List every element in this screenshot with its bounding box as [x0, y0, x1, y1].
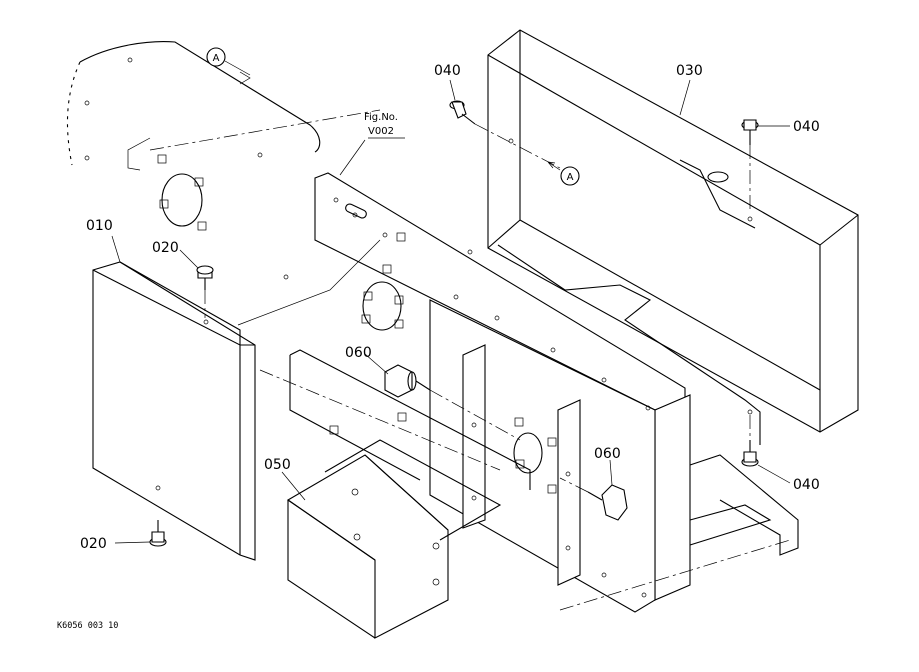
side-cover-010	[92, 239, 381, 561]
callout-040-upper-left: 040	[434, 63, 461, 79]
bolt-020-lower	[149, 520, 167, 547]
box-cover-030	[487, 29, 859, 445]
ref-a-upper: A	[206, 47, 251, 76]
u-bracket-050	[286, 439, 502, 639]
fig-ref-line1: Fig.No.	[364, 112, 398, 123]
drawing-code: K6056 003 10	[57, 621, 118, 631]
callout-010: 010	[86, 218, 113, 234]
ref-a-lower-label: A	[567, 172, 574, 183]
bolt-040-upper-right	[741, 119, 759, 212]
callout-050: 050	[264, 457, 291, 473]
callout-060-left: 060	[345, 345, 372, 361]
base-frame	[559, 454, 799, 611]
callout-060-right: 060	[594, 446, 621, 462]
fig-ref-line2: V002	[368, 126, 394, 137]
callout-040-lower: 040	[793, 477, 820, 493]
main-bracket	[314, 172, 691, 613]
callout-040-upper-right: 040	[793, 119, 820, 135]
callout-020-lower: 020	[80, 536, 107, 552]
rear-plate-outline	[66, 41, 381, 280]
inner-mounting-plate	[259, 349, 531, 490]
callout-020-upper: 020	[152, 240, 179, 256]
ref-a-upper-label: A	[213, 53, 220, 64]
bolt-020-upper	[196, 265, 214, 318]
bolt-040-upper-left	[449, 100, 561, 169]
callout-030: 030	[676, 63, 703, 79]
bolt-040-lower	[741, 415, 759, 467]
leader-lines	[111, 79, 791, 544]
upright-strips	[462, 344, 581, 586]
knob-060-left	[384, 364, 521, 441]
ref-a-lower: A	[547, 161, 580, 186]
knob-060-right	[559, 477, 628, 521]
